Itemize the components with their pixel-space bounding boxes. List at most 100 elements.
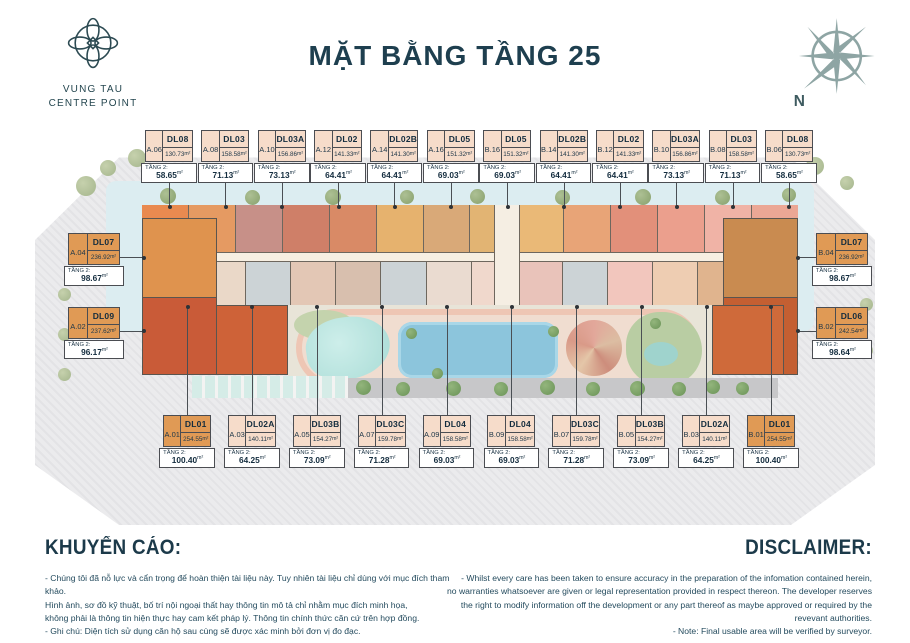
- floor2-area: 69.03m²: [433, 455, 461, 465]
- text-line: - Chúng tôi đã nỗ lực và cẩn trọng để ho…: [45, 573, 450, 597]
- area-unit: m²: [176, 170, 183, 177]
- tree-icon: [470, 189, 485, 204]
- tree-icon: [540, 380, 555, 395]
- floor2-area: 71.13m²: [719, 170, 747, 180]
- leader-line: [505, 182, 510, 209]
- area-unit: m²: [266, 436, 274, 443]
- floor2-area: 64.41m²: [606, 170, 634, 180]
- area-unit: m²: [289, 170, 296, 177]
- area-unit: m²: [259, 455, 266, 462]
- unit-type: DL02B: [557, 131, 587, 148]
- floor2-label: TẦNG 2:: [539, 165, 563, 171]
- tree-icon: [406, 328, 417, 339]
- compass-rose-icon: N: [794, 18, 875, 108]
- unit-type: DL07: [836, 234, 867, 251]
- leader-dot: [280, 204, 285, 209]
- area-unit: m²: [804, 151, 811, 158]
- unit-type: DL03B: [311, 416, 340, 433]
- floor2-area: 69.03m²: [498, 455, 526, 465]
- tree-icon: [650, 318, 661, 329]
- area-unit: m²: [849, 273, 856, 280]
- leader-dot: [505, 204, 510, 209]
- floor2-label: TẦNG 2:: [747, 450, 770, 456]
- swimming-pool: [398, 322, 558, 378]
- floor2-label: TẦNG 2:: [617, 450, 640, 456]
- tree-icon: [245, 190, 260, 205]
- area-unit: m²: [858, 254, 865, 261]
- area-unit: m²: [454, 455, 461, 462]
- area-unit: m²: [324, 455, 331, 462]
- area-unit: m²: [635, 151, 642, 158]
- floor2-label: TẦNG 2:: [708, 165, 732, 171]
- area-unit: m²: [396, 436, 404, 443]
- unit-type: DL03B: [635, 416, 665, 433]
- floor2-label: TẦNG 2:: [422, 450, 446, 456]
- area-unit: m²: [526, 436, 533, 443]
- area-unit: m²: [458, 170, 465, 177]
- area-unit: m²: [648, 455, 656, 462]
- floor2-area: 64.25m²: [238, 455, 266, 465]
- floor2-area: 71.13m²: [212, 170, 240, 180]
- leader-line: [769, 305, 774, 415]
- area-unit: m²: [721, 436, 728, 443]
- tree-icon: [432, 368, 443, 379]
- unit-number: B.06: [766, 131, 784, 161]
- floor2-label: TẦNG 2:: [145, 165, 168, 171]
- right-wing-inner-unit: [712, 305, 784, 375]
- tree-icon: [446, 381, 461, 396]
- leader-dot: [704, 305, 709, 309]
- page-title: MẶT BẰNG TẦNG 25: [308, 40, 602, 71]
- unit-type: DL01: [181, 416, 210, 433]
- floor2-label: TẦNG 2:: [163, 450, 186, 456]
- leader-line: [392, 182, 397, 209]
- area-unit: m²: [578, 151, 585, 158]
- unit-number: A.07: [359, 416, 377, 446]
- unit-number: B.02: [817, 307, 836, 338]
- unit-number: B.07: [553, 416, 571, 446]
- floor2-area: 96.17m²: [81, 346, 108, 357]
- leader-line: [380, 305, 385, 415]
- unit-number: A.10: [259, 131, 277, 161]
- khuyen-cao-text: - Chúng tôi đã nỗ lực và cẩn trọng để ho…: [45, 572, 465, 639]
- floor2-area: 58.65m²: [156, 170, 183, 180]
- area-unit: m²: [110, 254, 117, 261]
- area-unit: m²: [461, 436, 468, 443]
- disclaimer-text: - Whilst every care has been taken to en…: [422, 572, 872, 639]
